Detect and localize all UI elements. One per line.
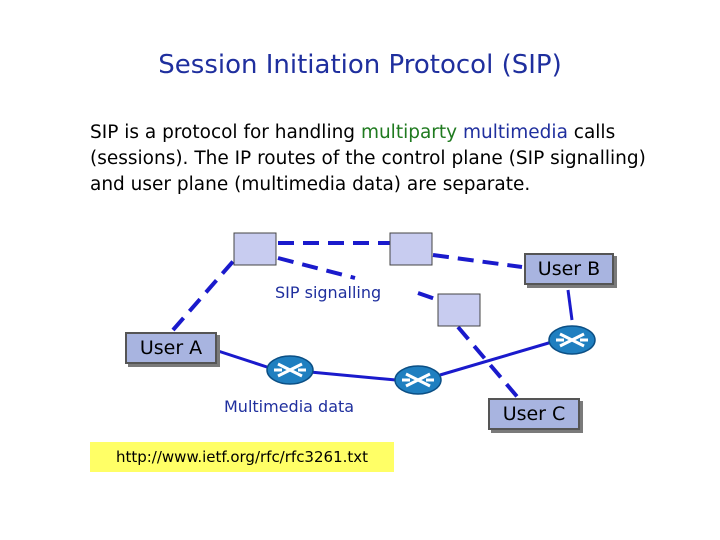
user-b-node: User B [524, 253, 614, 285]
sip-server-2 [389, 232, 433, 266]
paragraph-highlight-blue: multimedia [463, 122, 568, 143]
link-router3-userb [566, 289, 574, 321]
link-router1-router2 [309, 370, 397, 382]
page-title: Session Initiation Protocol (SIP) [158, 50, 562, 80]
link-router2-router3 [439, 340, 553, 377]
link-usera-server1 [171, 256, 238, 332]
link-server3-stub [417, 291, 439, 302]
user-c-node: User C [488, 398, 580, 430]
user-a-node: User A [125, 332, 217, 364]
link-server2-userb [432, 253, 523, 269]
paragraph-part2: calls (sessions). The IP routes of the c… [90, 122, 646, 195]
router-2-icon [393, 364, 443, 396]
paragraph-highlight-green: multiparty [360, 122, 458, 143]
sip-server-1 [233, 232, 277, 266]
router-3-icon [547, 324, 597, 356]
multimedia-data-links [214, 289, 574, 382]
sip-server-3 [437, 293, 481, 327]
rfc-url-link[interactable]: http://www.ietf.org/rfc/rfc3261.txt [90, 442, 394, 472]
paragraph-part1: SIP is a protocol for handling [90, 122, 361, 143]
sip-signalling-label: SIP signalling [275, 283, 382, 302]
link-server3-userc [456, 325, 522, 402]
link-usera-router1 [214, 348, 271, 370]
link-server1-server3 [277, 256, 356, 280]
sip-signalling-links [171, 241, 523, 402]
router-1-icon [265, 354, 315, 386]
description-paragraph: SIP is a protocol for handling multipart… [90, 120, 650, 198]
multimedia-data-label: Multimedia data [224, 397, 355, 416]
